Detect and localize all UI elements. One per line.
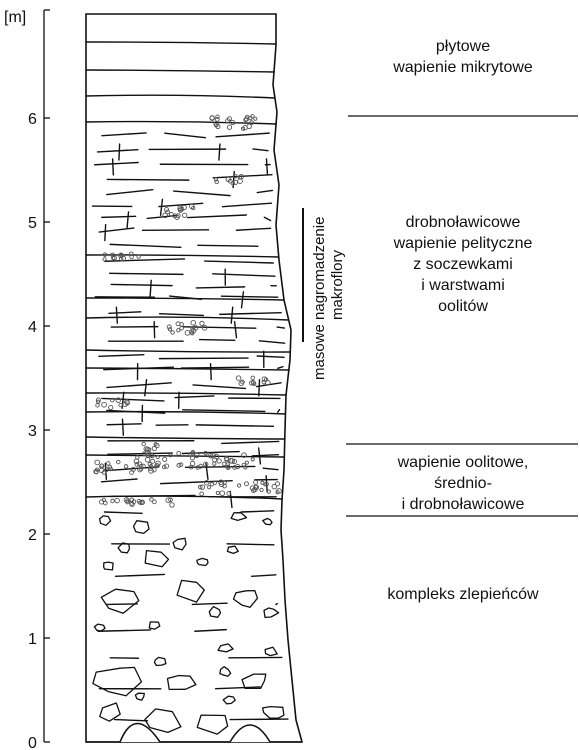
scale-tick-label: 0 [28,735,37,750]
unit-label-line: drobnoławicowe [352,212,574,233]
scale-tick-label: 5 [28,215,37,232]
unit-label-line: średnio- [352,473,574,494]
bedding-line [230,719,288,720]
bedding-line [181,367,248,368]
bedding-line [276,604,277,605]
scale-unit-label: [m] [4,9,26,26]
scale-tick-label: 4 [28,319,37,336]
macroflora-line-1: masowe nagromadzenie [311,217,328,380]
scale-tick-label: 2 [28,527,37,544]
joint-line [211,364,212,380]
column [86,14,302,742]
unit-label-line: wapienie oolitowe, [352,452,574,473]
bedding-line [198,245,258,246]
bedding-line [200,340,235,341]
macroflora-line-2: makroflory [329,249,346,320]
joint-line [113,159,114,175]
joint-line [266,159,267,175]
joint-line [122,419,123,435]
unit-oolitic-label: wapienie oolitowe, średnio- i drobnoławi… [352,452,574,515]
unit-label-line: z soczewkami [352,254,574,275]
joint-line [105,225,106,241]
unit-label-line: wapienie mikrytowe [352,57,574,78]
unit-pelitic-label: drobnoławicowe wapienie pelityczne z soc… [352,212,574,317]
scale-tick-label: 3 [28,423,37,440]
bedding-line [277,327,284,328]
joint-line [116,307,117,323]
height-scale [44,10,50,742]
unit-conglomerate-label: kompleks zlepieńców [352,584,574,605]
bedding-line [106,604,137,605]
scale-tick-label: 6 [28,111,37,128]
unit-label-line: oolitów [352,296,574,317]
unit-platy-micritic-label: płytowe wapienie mikrytowe [352,36,574,78]
bedding-line [159,358,248,359]
scale-tick-label: 1 [28,631,37,648]
unit-label-line: wapienie pelityczne [352,233,574,254]
bedding-line [107,424,141,425]
unit-label-line: kompleks zlepieńców [352,584,574,605]
unit-label-line: płytowe [352,36,574,57]
unit-label-line: i drobnoławicowe [352,494,574,515]
unit-label-line: i warstwami [352,275,574,296]
joint-line [259,380,260,396]
bedding-line [111,496,195,497]
bedding-line [107,179,189,180]
joint-line [119,144,120,160]
macroflora-annotation: masowe nagromadzenie makroflory [311,212,346,380]
